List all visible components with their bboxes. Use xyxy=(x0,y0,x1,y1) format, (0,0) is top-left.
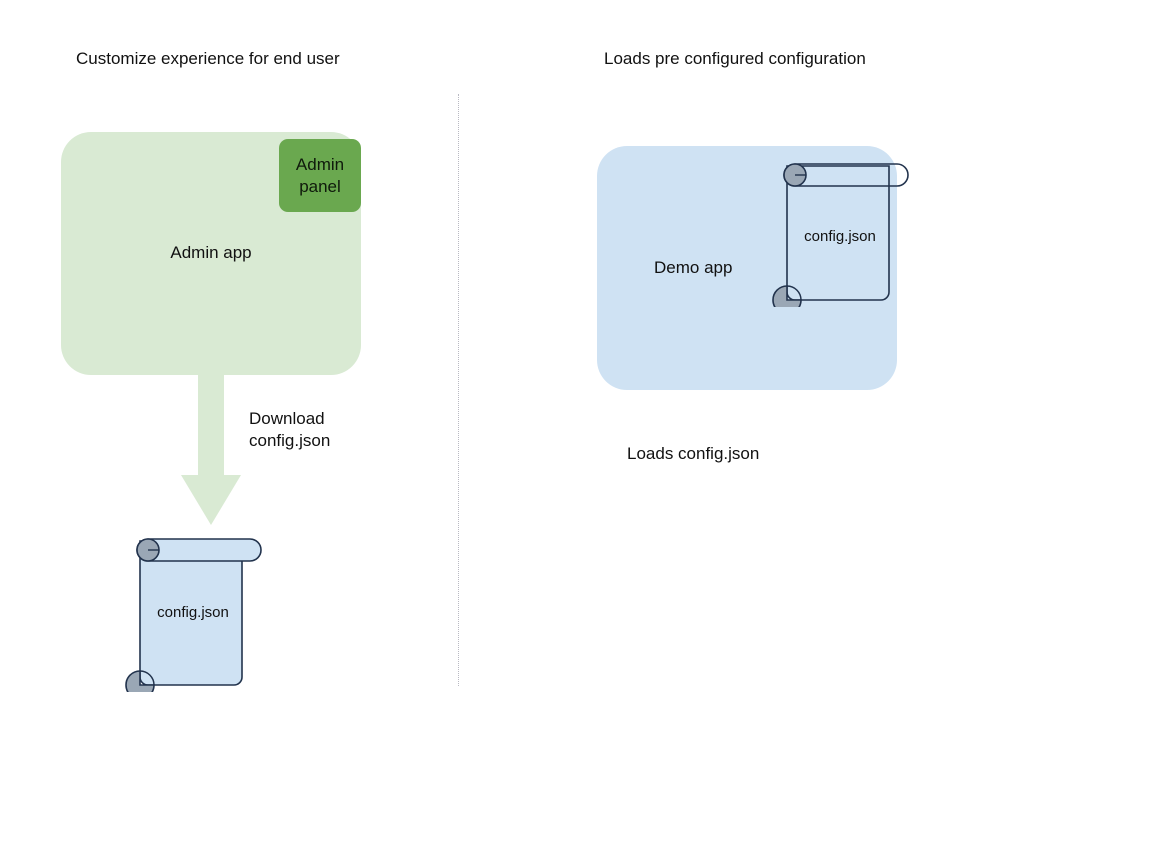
admin-app-label: Admin app xyxy=(170,243,252,262)
column-divider xyxy=(458,94,459,686)
left-column-title: Customize experience for end user xyxy=(76,49,340,68)
config-json-document-right[interactable] xyxy=(765,152,915,307)
download-arrow-label-line1: Download xyxy=(249,409,325,428)
download-arrow xyxy=(181,370,241,525)
demo-app-label: Demo app xyxy=(654,258,733,277)
loads-config-caption: Loads config.json xyxy=(627,444,760,463)
download-arrow-label-line2: config.json xyxy=(249,431,331,450)
admin-panel-label-line1: Admin xyxy=(295,154,345,174)
download-arrow-label: Download config.json xyxy=(249,408,330,452)
admin-panel-label-line2: panel xyxy=(299,176,341,196)
config-json-document-left-label: config.json xyxy=(157,604,229,621)
right-column-title: Loads pre configured configuration xyxy=(604,49,866,68)
config-json-document-right-label: config.json xyxy=(804,228,876,245)
config-json-document-left[interactable] xyxy=(118,527,268,692)
